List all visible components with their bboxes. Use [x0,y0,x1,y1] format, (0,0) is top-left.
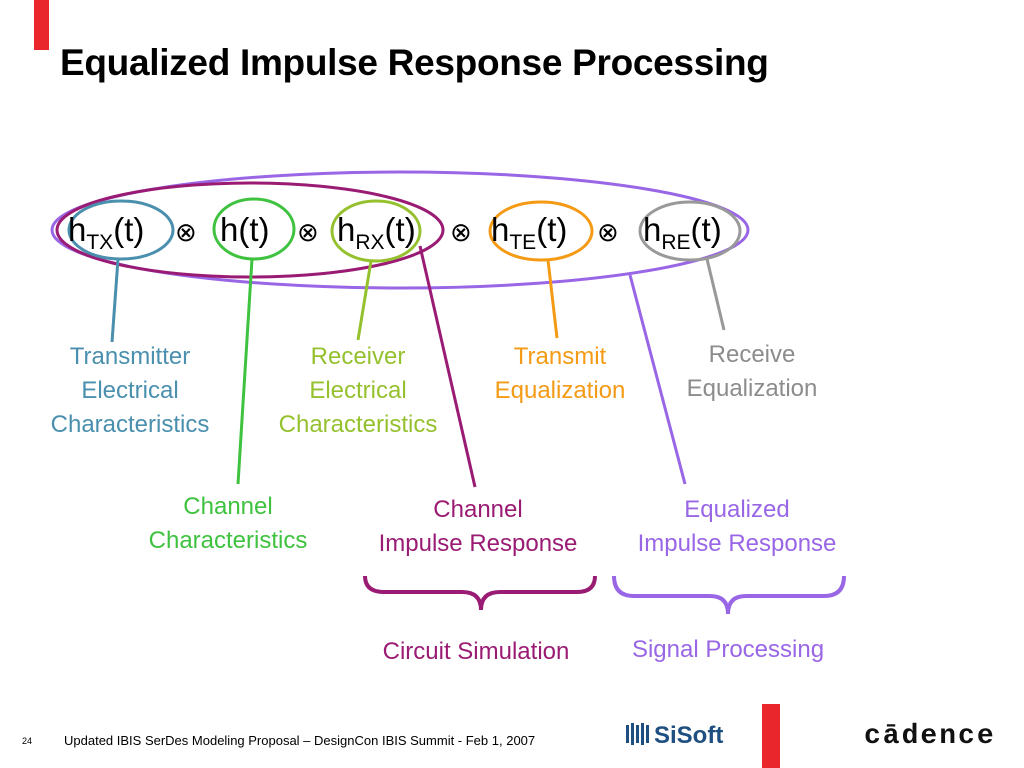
term-tx-base: h [68,211,86,248]
top-accent-bar [34,0,49,50]
channel-impulse-line-2: Impulse Response [378,530,578,557]
channel-impulse-connector [418,245,477,488]
signal-processing-brace [612,575,846,615]
receive-equalization-label: Receive Equalization [662,338,842,406]
channel-characteristics-line-1: Channel [183,493,273,520]
cadence-wordmark: cādence [864,721,996,751]
transmitter-label-line-2: Electrical [81,377,179,404]
transmit-equalization-line-2: Equalization [494,377,626,404]
receive-equalization-line-1: Receive [708,341,796,368]
transmitter-label-line-1: Transmitter [69,343,191,370]
re-connector [705,258,726,331]
signal-processing-label: Signal Processing [631,636,825,663]
sisoft-logo: SiSoft [626,722,723,749]
operator-2: ⊗ [297,218,319,248]
operator-1: ⊗ [175,218,197,248]
equalized-impulse-connector [628,274,687,485]
operator-4: ⊗ [597,218,619,248]
term-rx-base: h [337,211,355,248]
receiver-label-line-1: Receiver [310,343,406,370]
rx-term-ellipse [330,199,422,263]
term-te-base: h [491,211,509,248]
re-term-ellipse [638,200,742,262]
term-channel-base: h(t) [220,211,270,248]
term-tx-sub: TX [86,231,113,254]
equalized-impulse-ellipse [50,170,750,290]
rx-connector [356,260,373,341]
equalized-impulse-label: Equalized Impulse Response [612,493,862,561]
receiver-label: Receiver Electrical Characteristics [258,340,458,442]
term-rx-arg: (t) [385,211,416,248]
circuit-simulation-brace [363,575,597,611]
term-re-arg: (t) [691,211,722,248]
term-tx-arg: (t) [113,211,144,248]
term-rx-sub: RX [355,231,384,254]
operator-3: ⊗ [450,218,472,248]
transmitter-label-line-3: Characteristics [50,411,210,438]
transmit-equalization-line-1: Transmit [513,343,607,370]
channel-characteristics-line-2: Characteristics [148,527,308,554]
te-term-ellipse [488,200,594,262]
footer-accent-bar [762,704,780,768]
receiver-label-line-2: Electrical [309,377,407,404]
slide-title: Equalized Impulse Response Processing [60,42,769,83]
channel-impulse-line-1: Channel [433,496,523,523]
equation: hTX(t) ⊗ h(t) ⊗ hRX(t) ⊗ hTE(t) ⊗ hRE(t) [68,211,722,254]
sisoft-wordmark: SiSoft [654,722,723,749]
term-re-base: h [643,211,661,248]
receiver-label-line-3: Characteristics [278,411,438,438]
channel-characteristics-label: Channel Characteristics [128,490,328,558]
footer-text: Updated IBIS SerDes Modeling Proposal – … [64,733,536,748]
page-number: 24 [22,736,33,746]
receive-equalization-line-2: Equalization [686,375,818,402]
channel-term-ellipse [212,197,296,261]
equalized-impulse-line-2: Impulse Response [637,530,837,557]
term-te-sub: TE [509,231,536,254]
tx-connector [110,258,120,343]
transmit-equalization-label: Transmit Equalization [470,340,650,408]
transmitter-label: Transmitter Electrical Characteristics [30,340,230,442]
channel-impulse-label: Channel Impulse Response [353,493,603,561]
equalized-impulse-line-1: Equalized [684,496,790,523]
tx-term-ellipse [67,199,175,261]
term-te-arg: (t) [536,211,567,248]
circuit-simulation-label: Circuit Simulation [382,638,570,665]
cadence-logo: cādence [864,721,996,751]
channel-connector [236,258,254,485]
te-connector [546,259,559,339]
term-re-sub: RE [661,231,690,254]
